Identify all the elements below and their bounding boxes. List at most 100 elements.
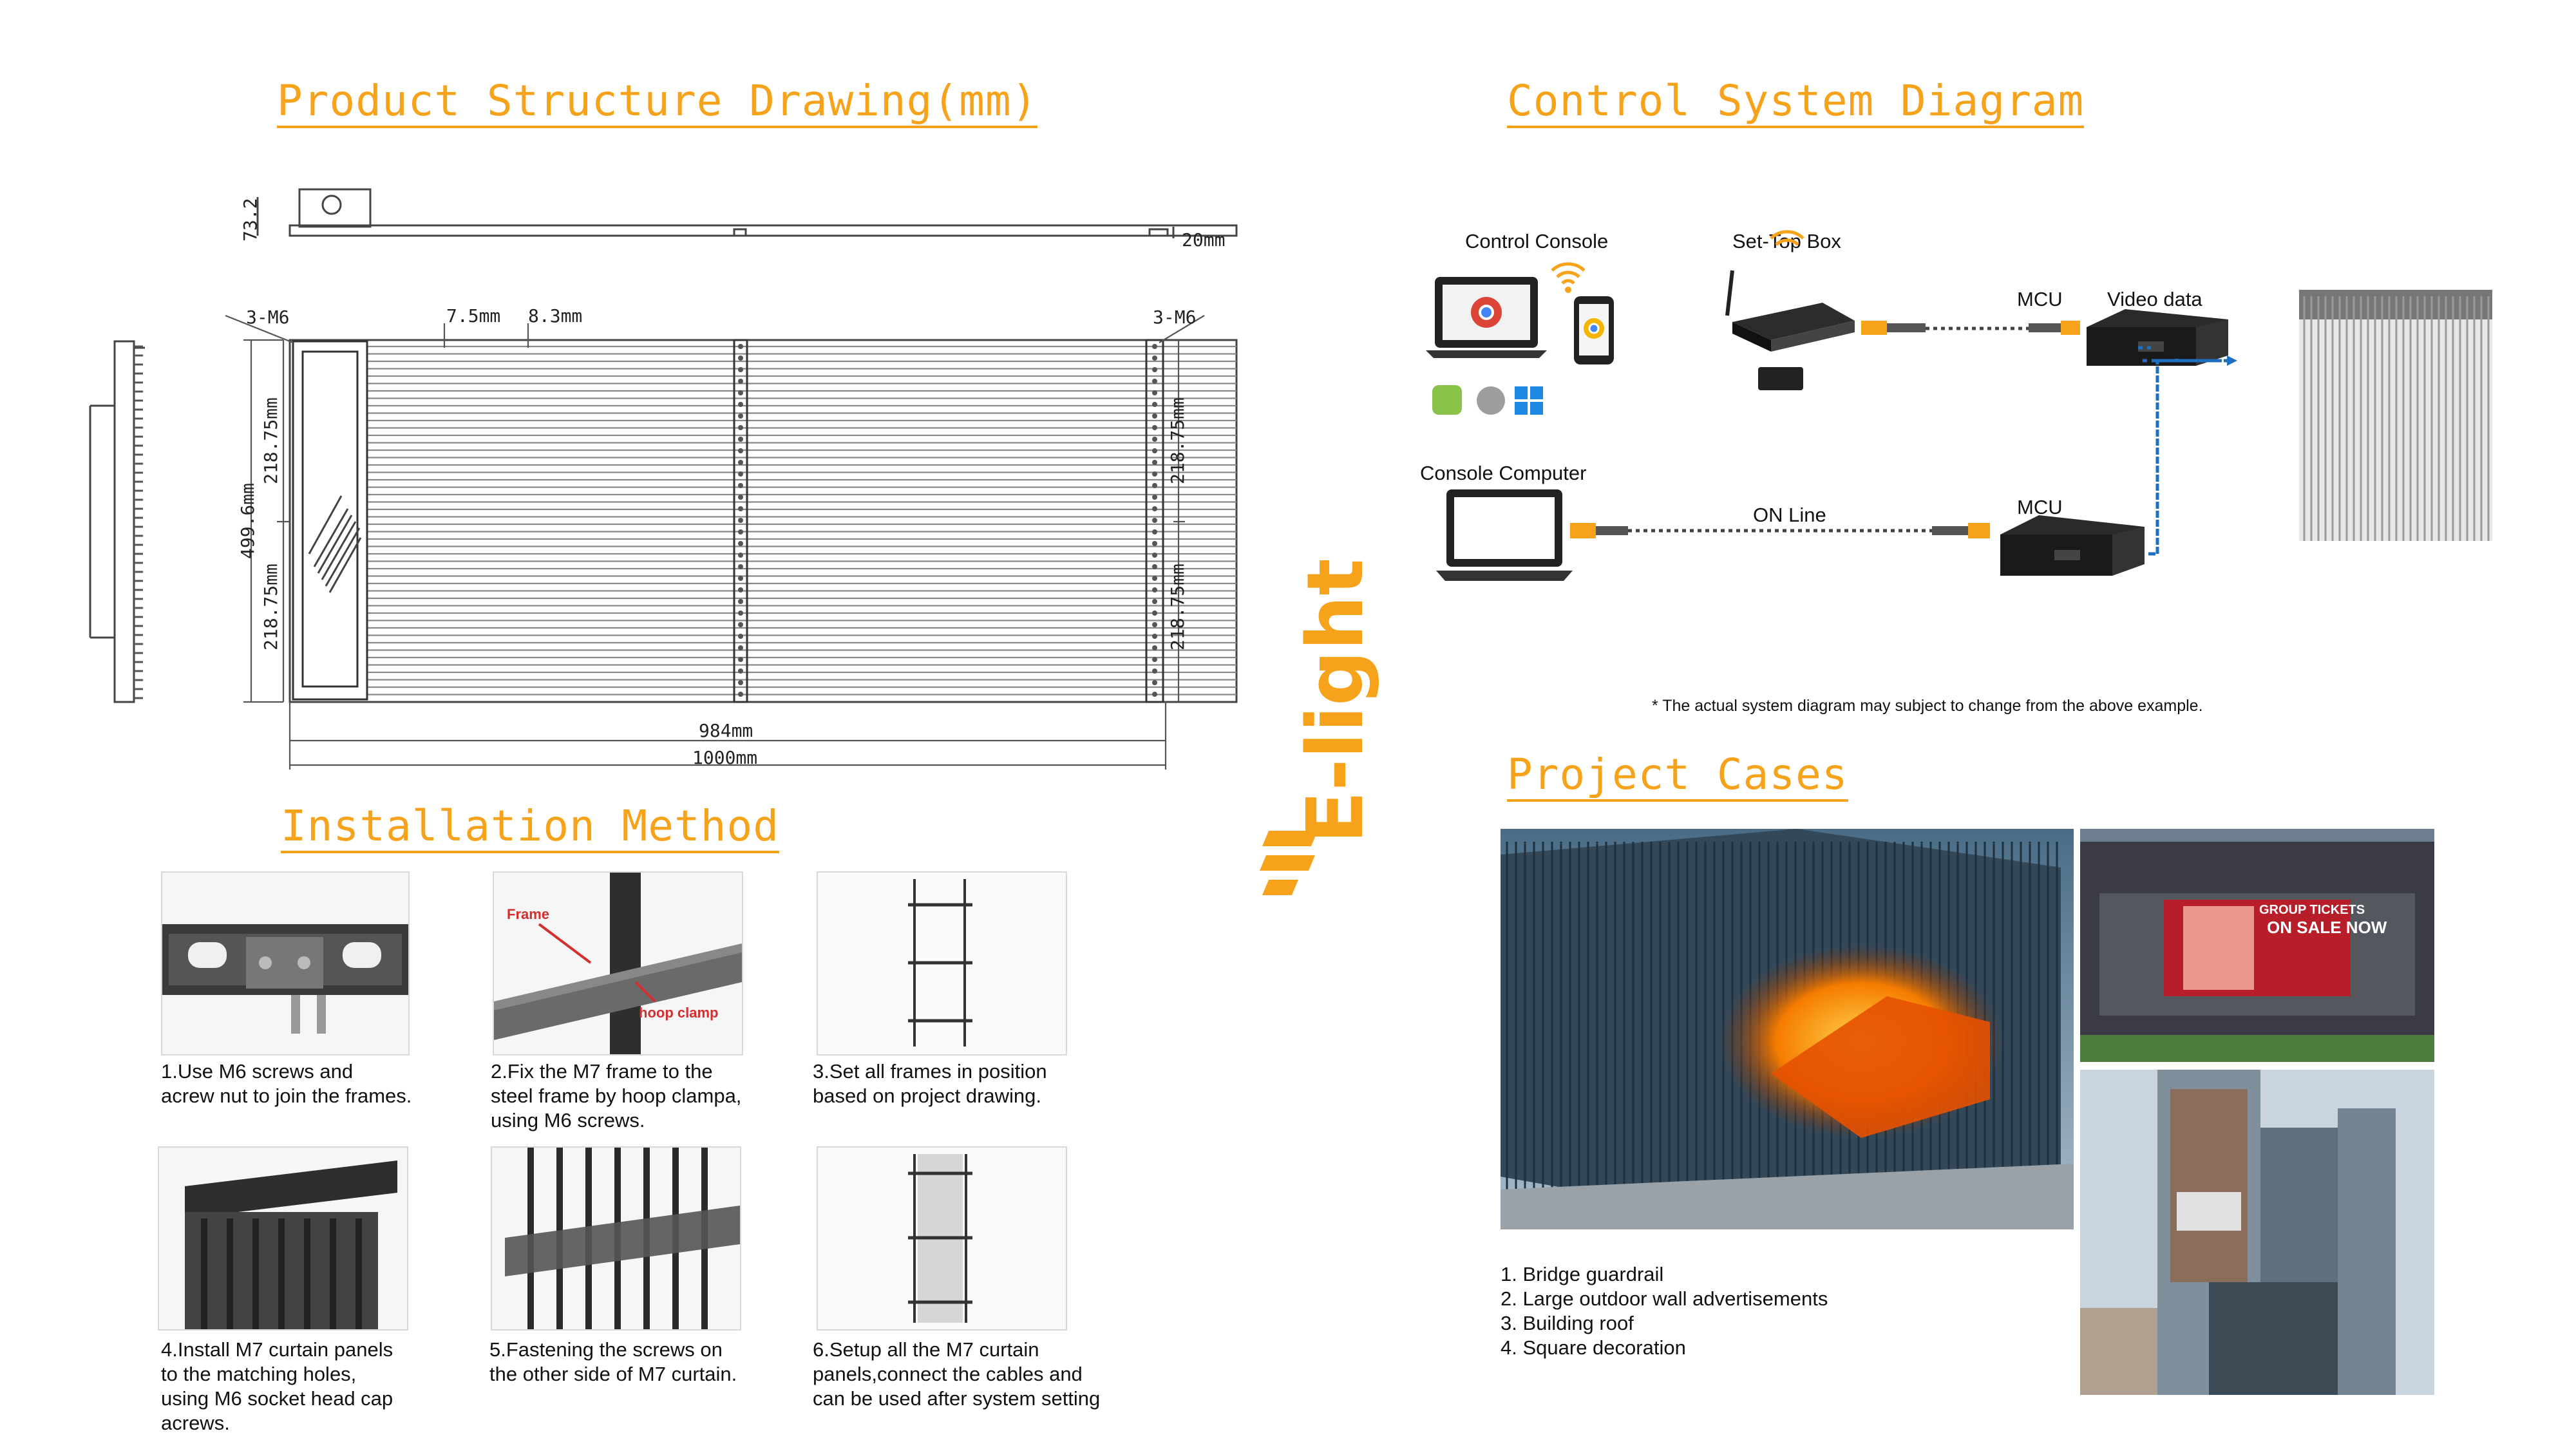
- video-data-label: Video data: [2107, 288, 2202, 310]
- bolt-dot: [738, 448, 743, 453]
- bolt-dot: [1152, 355, 1157, 361]
- bolt-dot: [1152, 506, 1157, 511]
- step-3-photo: [817, 871, 1067, 1056]
- bolt-dot: [738, 611, 743, 616]
- billboard-line-2: ON SALE NOW: [2267, 918, 2387, 937]
- bolt-dot: [738, 541, 743, 546]
- bolt-dot: [738, 529, 743, 535]
- case-item-2: 2. Large outdoor wall advertisements: [1501, 1287, 1828, 1310]
- bolt-dot: [738, 668, 743, 674]
- logo-mark-icon: [1260, 831, 1318, 895]
- wifi-icon: [1551, 262, 1586, 285]
- logo-text: E-light: [1291, 558, 1381, 844]
- step-2-image: [494, 873, 742, 1054]
- mcu-top-icon: [2087, 309, 2228, 366]
- bolt-dot: [1152, 564, 1157, 569]
- installation-title: Installation Method: [281, 804, 779, 854]
- mcu-bottom-icon: [2000, 515, 2145, 576]
- bolt-dot: [738, 657, 743, 662]
- case-photo-tower: [2080, 1070, 2434, 1395]
- bolt-dot: [738, 344, 743, 349]
- step-1-image: [162, 924, 408, 1034]
- bolt-dot: [1152, 587, 1157, 592]
- bolt-dot: [738, 437, 743, 442]
- mcu-top-label: MCU: [2017, 288, 2063, 310]
- bolt-dot: [738, 576, 743, 581]
- console-computer-label: Console Computer: [1420, 462, 1587, 484]
- bolt-dot: [1152, 448, 1157, 453]
- step-4-text: 4.Install M7 curtain panels to the match…: [161, 1338, 393, 1434]
- bolt-dot: [1152, 367, 1157, 372]
- bolt-dot: [738, 599, 743, 604]
- structure-title: Product Structure Drawing(mm): [277, 79, 1038, 129]
- bolt-dot: [1152, 402, 1157, 407]
- os-icons: [1432, 385, 1543, 415]
- bolt-dot: [1152, 495, 1157, 500]
- bolt-dot: [1152, 413, 1157, 419]
- step-4-image: [185, 1160, 397, 1329]
- structure-drawing: [89, 188, 1238, 770]
- bolt-dot: [1152, 460, 1157, 465]
- bolt-dot: [738, 553, 743, 558]
- step-3-image: [908, 879, 972, 1046]
- cable-bottom: [1570, 523, 1990, 538]
- bolt-dot: [738, 483, 743, 488]
- console-computer-icon: [1436, 489, 1573, 581]
- control-diagram-graphics: [1426, 230, 2492, 581]
- dim-218-75mm-right-2: 218.75mm: [1167, 564, 1188, 650]
- case-photo-glass-building: [1501, 829, 2074, 1229]
- bolt-dot: [1152, 680, 1157, 685]
- dim-218-75mm-left-1: 218.75mm: [260, 397, 281, 484]
- dim-984mm: 984mm: [699, 720, 753, 741]
- bolt-dot: [738, 645, 743, 650]
- step-1-text: 1.Use M6 screws and acrew nut to join th…: [161, 1060, 412, 1107]
- case-photo-arena: GROUP TICKETS ON SALE NOW: [2080, 829, 2434, 1062]
- bolt-dot: [738, 379, 743, 384]
- control-title: Control System Diagram: [1507, 79, 2085, 129]
- bolt-dot: [1152, 657, 1157, 662]
- glass-building-image: [1501, 829, 2074, 1229]
- bolt-dot: [1152, 692, 1157, 697]
- smartphone-icon: [1574, 296, 1614, 365]
- dim-218-75mm-right-1: 218.75mm: [1167, 397, 1188, 484]
- step-6-image: [908, 1154, 972, 1323]
- mcu-bottom-label: MCU: [2017, 496, 2063, 518]
- dim-1000mm: 1000mm: [692, 747, 758, 768]
- signal-path: [2138, 346, 2228, 556]
- bolt-dot: [738, 506, 743, 511]
- tower-image: [2080, 1070, 2434, 1395]
- case-item-4: 4. Square decoration: [1501, 1336, 1686, 1359]
- front-view: [289, 339, 1238, 703]
- step-6-photo: [817, 1146, 1067, 1331]
- bolt-dot: [1152, 379, 1157, 384]
- step-2-photo: Frame hoop clamp: [493, 871, 743, 1056]
- bolt-dot: [738, 495, 743, 500]
- step-5-text: 5.Fastening the screws on the other side…: [489, 1338, 737, 1385]
- bolt-dot: [1152, 471, 1157, 477]
- bolt-dot: [738, 402, 743, 407]
- bolt-dot: [1152, 518, 1157, 523]
- e-light-logo: E-light: [1256, 558, 1423, 895]
- step-2-text: 2.Fix the M7 frame to the steel frame by…: [491, 1060, 742, 1132]
- bolt-dot: [1152, 576, 1157, 581]
- dim-20mm: 20mm: [1182, 229, 1226, 251]
- wifi-dot: [1565, 287, 1571, 293]
- bolt-dot: [738, 471, 743, 477]
- hoop-clamp-callout: hoop clamp: [639, 1005, 719, 1021]
- cases-title: Project Cases: [1507, 752, 1848, 802]
- case-item-3: 3. Building roof: [1501, 1312, 1634, 1334]
- cable-top: [1861, 321, 2080, 335]
- bolt-dot: [1152, 599, 1157, 604]
- signal-route: [2148, 359, 2227, 556]
- step-4-photo: [158, 1146, 408, 1331]
- step-1-photo: [161, 871, 410, 1056]
- side-profile-view: [89, 340, 145, 703]
- bolt-dot: [738, 622, 743, 627]
- bolt-dot: [1152, 634, 1157, 639]
- bolt-dot: [738, 634, 743, 639]
- bolt-dot: [738, 367, 743, 372]
- dim-3m6-left: 3-M6: [246, 307, 290, 328]
- bolt-dot: [738, 425, 743, 430]
- bolt-dot: [738, 692, 743, 697]
- billboard-line-1: GROUP TICKETS: [2259, 903, 2365, 917]
